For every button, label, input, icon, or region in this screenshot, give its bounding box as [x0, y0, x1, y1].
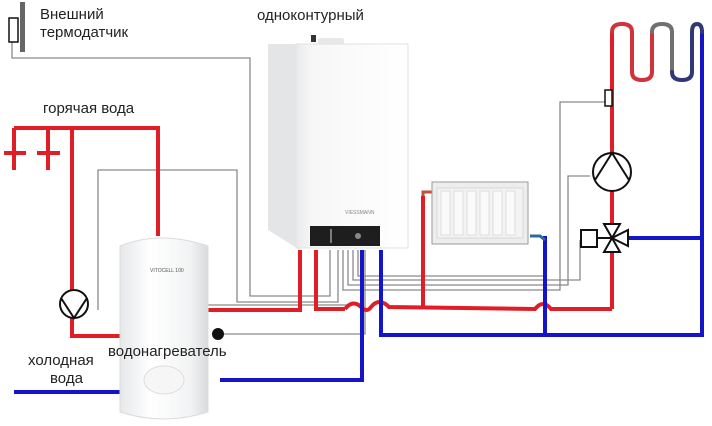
pump-icon [592, 152, 632, 192]
three-way-mixing-valve [580, 223, 629, 253]
pipe-sensor-icon [604, 89, 613, 107]
valve-actuator-icon [580, 229, 598, 248]
label-boiler: одноконтурный [257, 7, 364, 24]
sensor-dot-icon [212, 328, 224, 340]
label-hot-water: горячая вода [43, 100, 135, 117]
control-wires [11, 40, 607, 335]
svg-text:VITOCELL 100: VITOCELL 100 [150, 268, 184, 274]
boiler-control-panel [310, 226, 380, 246]
boiler-to-tank-pipe [208, 250, 302, 312]
underfloor-heating-loop [610, 21, 704, 83]
radiator [431, 181, 529, 245]
outdoor-sensor [8, 2, 25, 52]
sensor-icon [8, 17, 19, 43]
boiler-icon [295, 43, 409, 249]
wire-outdoor-sensor [11, 40, 331, 297]
hot-water-pipes [4, 32, 614, 338]
label-water-heater: водонагреватель [108, 343, 227, 360]
label-outdoor-sensor: Внешний термодатчик [40, 6, 129, 41]
wall-icon [20, 2, 25, 52]
heating-supply-pipe [314, 250, 345, 311]
wire-floor-pump [347, 175, 590, 286]
valve-icon [602, 223, 622, 241]
cold-to-boiler-pipe [220, 250, 364, 382]
water-heater: VITOCELL 100 [119, 237, 209, 420]
svg-text:VIESSMANN: VIESSMANN [345, 210, 375, 216]
circulation-pump-floor [592, 151, 632, 192]
heating-return-pipe [379, 30, 704, 337]
wire-pipe-sensor [342, 101, 607, 291]
tank-icon [119, 237, 209, 420]
wire-mixing-valve [352, 240, 581, 281]
label-cold-water: холодная вода [28, 352, 98, 387]
heating-main-pipe [343, 300, 612, 312]
wire-dhw-pump [97, 169, 339, 310]
circulation-pump-dhw [59, 289, 89, 320]
cold-water-pipes [14, 30, 704, 394]
wire-tank-sensor [218, 250, 366, 335]
wire-extra [357, 250, 546, 277]
dhw-recirculation-pipe [70, 128, 120, 338]
dhw-supply-pipe [14, 126, 160, 236]
boiler: VIESSMANN [268, 35, 409, 250]
